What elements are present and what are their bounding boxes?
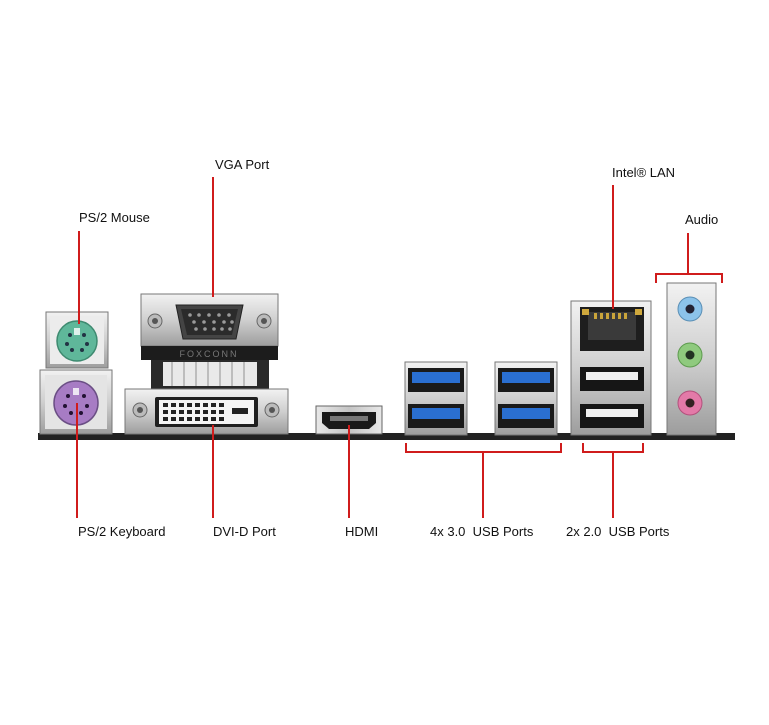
label-ps2-keyboard: PS/2 Keyboard [78, 524, 166, 539]
lan-usb20-stack [570, 300, 652, 436]
audio-jacks [666, 282, 717, 436]
usb30-port-4-tongue [502, 408, 550, 419]
label-audio: Audio [685, 212, 719, 227]
ps2-mouse-port [45, 311, 109, 369]
label-dvid-port: DVI-D Port [213, 524, 276, 539]
leader-lines [76, 177, 723, 518]
label-usb30-ports: 4x 3.0 USB Ports [430, 524, 534, 539]
label-usb20-ports: 2x 2.0 USB Ports [566, 524, 670, 539]
label-intel-lan: Intel® LAN [612, 165, 676, 180]
ps2-mouse-socket [56, 320, 98, 362]
label-ps2-mouse: PS/2 Mouse [79, 210, 150, 225]
label-vga-port: VGA Port [215, 157, 270, 172]
vga-brand-text: FOXCONN [180, 349, 239, 359]
vga-port: FOXCONN [140, 293, 279, 390]
dvi-d-port [124, 388, 289, 435]
motherboard-edge [38, 433, 735, 440]
hdmi-port [315, 405, 383, 435]
usb30-port-3-tongue [502, 372, 550, 383]
label-hdmi: HDMI [345, 524, 379, 539]
usb30-stack-right [494, 361, 558, 436]
usb30-port-2-tongue [412, 408, 460, 419]
usb30-port-1-tongue [412, 372, 460, 383]
usb30-stack-left [404, 361, 468, 436]
